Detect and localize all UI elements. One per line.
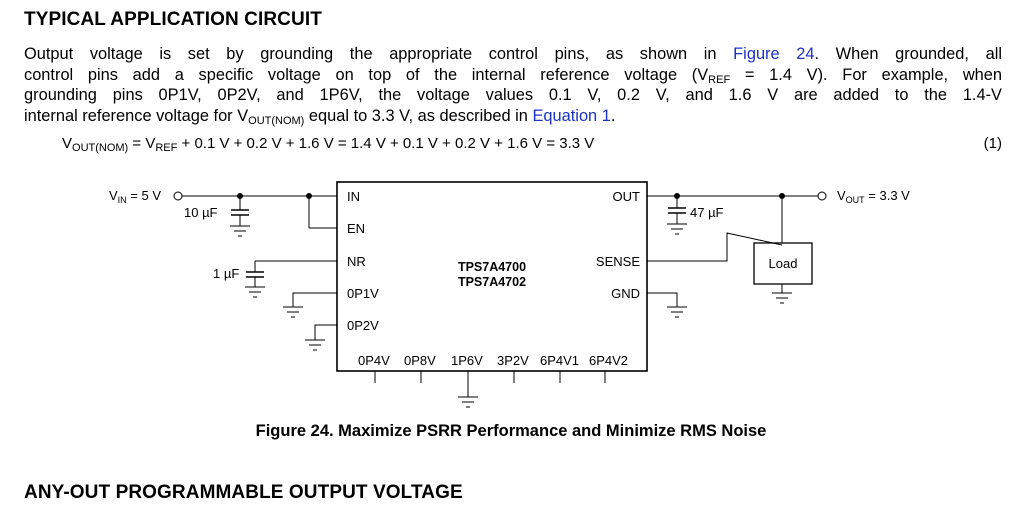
paragraph-line: Output voltage is set by grounding the a… [24, 44, 1002, 65]
text: V [62, 135, 73, 152]
load-box [753, 242, 813, 285]
ground-symbol [458, 396, 478, 408]
text: + 0.1 V + 0.2 V + 1.6 V = 1.4 V + 0.1 V … [177, 135, 595, 152]
pin-0p1v: 0P1V [347, 286, 379, 301]
subscript: REF [155, 142, 178, 154]
capacitor-output [667, 196, 687, 235]
pin-in: IN [347, 189, 360, 204]
vout-label: VOUT = 3.3 V [837, 188, 910, 205]
text: . [610, 106, 616, 125]
subscript: REF [708, 73, 731, 86]
ground-symbol [305, 339, 325, 351]
paragraph-line: internal reference voltage for VOUT(NOM)… [24, 106, 1002, 127]
vout-terminal [817, 191, 827, 201]
pin-gnd: GND [611, 286, 640, 301]
cap-output-label: 47 µF [690, 205, 724, 220]
ground-symbol [772, 292, 792, 304]
text: = V [128, 135, 156, 152]
pin-en: EN [347, 221, 365, 236]
pin-3p2v: 3P2V [497, 353, 529, 368]
pin-6p4v2: 6P4V2 [589, 353, 628, 368]
figure-24-link[interactable]: Figure 24 [733, 45, 815, 63]
pin-nr: NR [347, 254, 366, 269]
paragraph-line: control pins add a specific voltage on t… [24, 65, 1002, 86]
figure-caption: Figure 24. Maximize PSRR Performance and… [255, 422, 767, 440]
section-heading: ANY-OUT PROGRAMMABLE OUTPUT VOLTAGE [24, 482, 463, 503]
ic-body [336, 181, 648, 372]
text: internal reference voltage for V [24, 106, 249, 125]
subscript: OUT(NOM) [248, 114, 305, 127]
equation-number: (1) [983, 135, 1002, 152]
pin-0p4v: 0P4V [358, 353, 390, 368]
equation-1-link[interactable]: Equation 1 [532, 106, 611, 125]
pin-6p4v1: 6P4V1 [540, 353, 579, 368]
cap-nr-label: 1 µF [213, 266, 239, 281]
pin-sense: SENSE [596, 254, 640, 269]
cap-input-label: 10 µF [184, 205, 218, 220]
equation: VOUT(NOM) = VREF + 0.1 V + 0.2 V + 1.6 V… [62, 135, 595, 154]
capacitor-input [230, 196, 250, 237]
vin-terminal [173, 191, 183, 201]
capacitor-nr [245, 261, 265, 298]
text: . When grounded, all [814, 45, 1003, 63]
ground-symbol [283, 306, 303, 318]
text: control pins add a specific voltage on t… [24, 65, 709, 84]
pin-1p6v: 1P6V [451, 353, 483, 368]
text: equal to 3.3 V, as described in [304, 106, 533, 125]
section-heading: TYPICAL APPLICATION CIRCUIT [24, 9, 322, 30]
pin-out: OUT [613, 189, 641, 204]
part-number-1: TPS7A4700 [458, 260, 526, 274]
part-number-2: TPS7A4702 [458, 275, 526, 289]
text: = 1.4 V). For example, when [730, 65, 1003, 84]
paragraph-line: grounding pins 0P1V, 0P2V, and 1P6V, the… [24, 86, 1002, 104]
load-label: Load [769, 256, 798, 271]
text: Output voltage is set by grounding the a… [24, 45, 734, 63]
pin-0p2v: 0P2V [347, 318, 379, 333]
subscript: OUT(NOM) [72, 142, 129, 154]
pin-0p8v: 0P8V [404, 353, 436, 368]
vin-label: VIN = 5 V [109, 188, 161, 205]
body-paragraph: Output voltage is set by grounding the a… [24, 44, 1002, 126]
ground-symbol [667, 306, 687, 318]
